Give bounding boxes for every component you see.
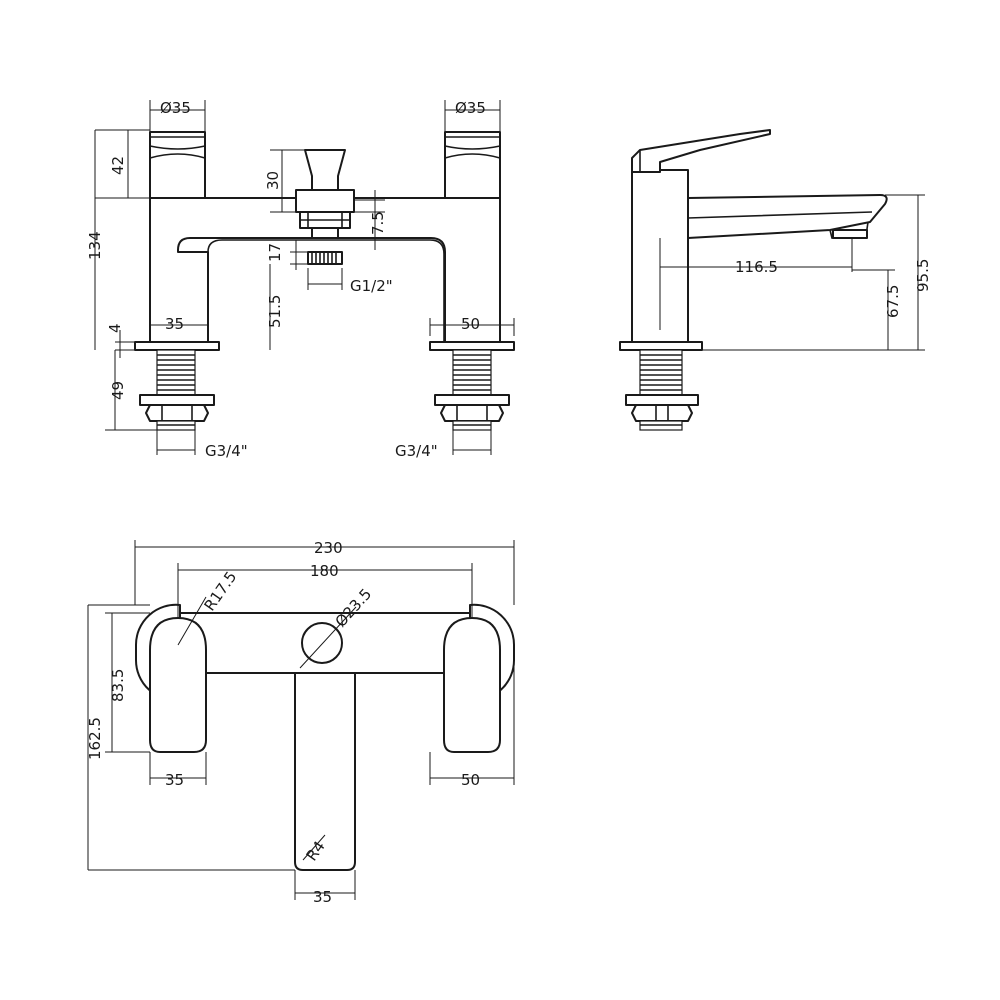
side-shank-threads [640,354,682,391]
diverter-housing [295,189,355,213]
dim-right-base-width: 50 [461,315,480,333]
side-spout [687,194,888,239]
dim-left-handle-width: 35 [165,771,184,789]
dim-outlet-thread: G1/2" [350,277,393,295]
dim-right-shank-thread: G3/4" [395,442,438,460]
dim-right-handle-width: 50 [461,771,480,789]
dim-outlet-height: 7.5 [369,211,387,235]
diverter-knob [304,149,346,191]
side-dimension-lines [659,194,925,351]
right-shank [452,349,492,396]
outlet-thread [307,251,343,265]
dim-diverter-height: 30 [264,171,282,190]
side-lever [631,129,771,173]
dim-shank-length: 49 [109,381,127,400]
dim-outlet-thread-length: 17 [266,243,284,262]
dim-total-height: 95.5 [914,259,932,292]
dim-spout-width: 35 [313,888,332,906]
top-right-handle [443,617,501,753]
front-view: Ø35 Ø35 42 134 30 7.5 17 G1/2" 51.5 4 35… [86,99,515,460]
top-view: 230 180 R17.5 Ø23.5 83.5 162.5 35 50 R4 … [86,539,516,906]
dim-handle-depth: 83.5 [109,669,127,702]
side-shank [639,349,683,396]
right-handle-lever [444,136,501,159]
side-flange [619,341,703,351]
dim-outlet-clearance: 51.5 [266,295,284,328]
top-dimension-lines [87,540,515,900]
dim-handle-radius: R17.5 [201,568,241,614]
dim-spout-height: 67.5 [884,285,902,318]
dim-overall-height: 134 [86,231,104,260]
outlet-thread-hatch [311,252,337,264]
top-left-handle [149,617,207,753]
dim-overall-depth: 162.5 [86,717,104,760]
front-body [149,197,501,349]
side-spout-outlet [832,229,868,239]
left-handle-lever [149,136,206,159]
side-washer [625,394,699,406]
side-view: 116.5 67.5 95.5 [619,129,932,431]
dim-handle-diameter-right: Ø35 [455,99,486,117]
left-flange [134,341,220,351]
side-nut-faces [655,405,669,421]
right-nut-faces [456,405,488,421]
left-shank [156,349,196,396]
right-handle [444,131,501,199]
outlet-nut-lines [300,212,350,228]
dim-spout-reach: 116.5 [735,258,778,276]
side-nut [631,404,693,422]
dim-left-body-width: 35 [165,315,184,333]
right-washer [434,394,510,406]
dim-overall-width: 230 [314,539,343,557]
right-flange [429,341,515,351]
right-shank-threads [453,354,491,391]
left-nut [145,404,209,422]
top-spout [294,672,356,871]
dim-centres: 180 [310,562,339,580]
front-body-inner [207,239,445,348]
left-handle [149,131,206,199]
dim-handle-diameter-left: Ø35 [160,99,191,117]
left-nut-faces [161,405,193,421]
side-lever-detail [639,150,661,172]
left-shank-threads [157,354,195,391]
dim-handle-height: 42 [109,156,127,175]
right-nut [440,404,504,422]
dim-left-shank-thread: G3/4" [205,442,248,460]
front-dimension-lines [94,100,515,455]
dim-flange-thickness: 4 [106,323,124,333]
outlet-ring [311,227,339,239]
left-washer [139,394,215,406]
